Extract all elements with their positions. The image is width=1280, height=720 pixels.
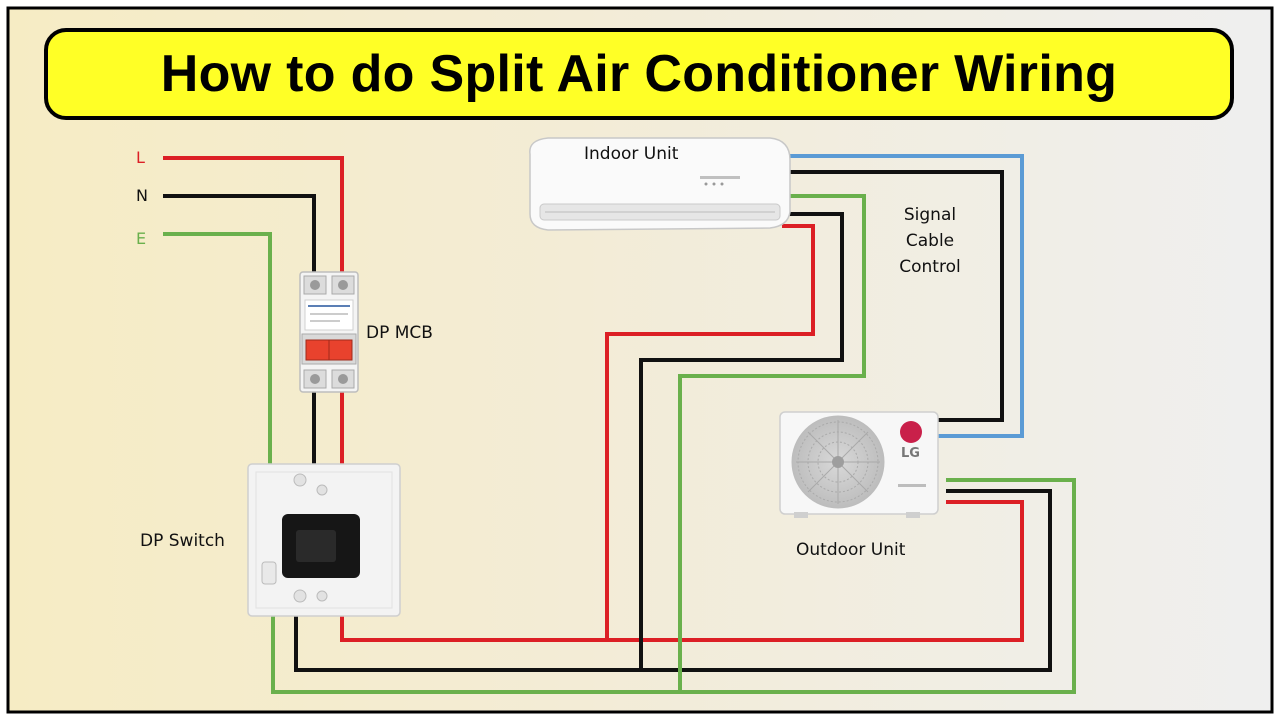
wire-signal-blue <box>782 154 1024 438</box>
wire-neutral-supply <box>163 194 316 272</box>
indoor-unit <box>529 137 791 231</box>
lg-logo-icon <box>900 421 922 443</box>
wire-signal-black <box>782 170 1004 422</box>
wire-earth-bus <box>271 478 1076 694</box>
outdoor-unit <box>779 411 939 518</box>
dp-mcb <box>299 271 359 393</box>
wire-earth-indoor <box>678 194 866 692</box>
title-banner: How to do Split Air Conditioner Wiring <box>44 28 1234 120</box>
wire-live-supply <box>163 156 344 272</box>
page-title: How to do Split Air Conditioner Wiring <box>160 45 1118 103</box>
brand-label: LG <box>901 446 920 461</box>
label-signal-cable-control: Signal Cable Control <box>884 202 976 280</box>
label-indoor-unit: Indoor Unit <box>584 144 679 164</box>
wire-neutral-bus <box>294 489 1052 672</box>
label-dp-mcb: DP MCB <box>366 323 433 343</box>
label-signal: Signal <box>903 205 957 225</box>
wire-live-indoor <box>605 224 815 640</box>
label-neutral: N <box>136 186 148 205</box>
label-control: Control <box>899 257 961 277</box>
label-live: L <box>136 148 145 167</box>
label-cable: Cable <box>905 231 955 251</box>
label-earth: E <box>136 229 147 248</box>
dp-switch <box>247 463 401 617</box>
label-dp-switch: DP Switch <box>140 531 225 551</box>
wire-neutral-indoor <box>639 212 844 670</box>
label-outdoor-unit: Outdoor Unit <box>796 540 906 560</box>
